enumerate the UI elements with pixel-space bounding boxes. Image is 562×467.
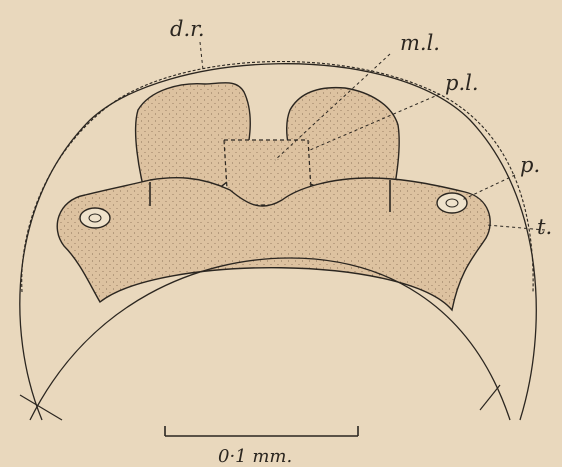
pore-right [437, 193, 467, 213]
scale-bar-label: 0·1 mm. [218, 446, 292, 467]
pore-left [80, 208, 110, 228]
label-ml: m.l. [400, 31, 440, 55]
label-dr: d.r. [170, 17, 205, 41]
label-p: p. [520, 153, 540, 177]
label-pl: p.l. [445, 71, 479, 95]
label-t: t. [537, 215, 552, 239]
scale-bar [165, 426, 358, 436]
